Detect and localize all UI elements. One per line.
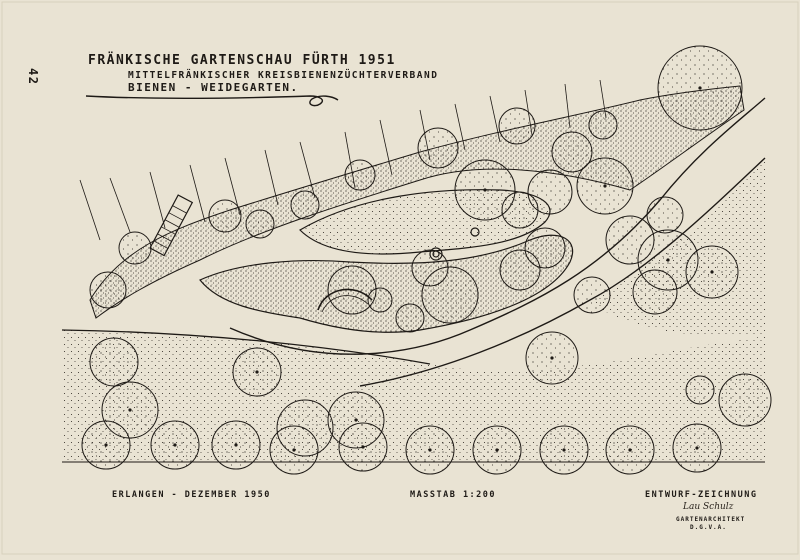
footer-place-date: ERLANGEN - DEZEMBER 1950 [112,490,271,500]
tree-centers [104,86,714,452]
path-edge-upper [229,97,766,355]
pergola [149,194,194,257]
page-number: 42 [26,68,40,86]
architect-signature: Lau Schulz [683,502,734,512]
architect-association: D.G.V.A. [690,524,727,531]
footer-scale: MASSTAB 1:200 [410,490,497,500]
pond-rings [429,227,480,261]
plan-subtitle-garden: BIENEN - WEIDEGARTEN. [128,81,299,94]
plan-title: FRÄNKISCHE GARTENSCHAU FÜRTH 1951 [88,53,396,68]
architect-role: GARTENARCHITEKT [676,516,746,523]
plan-subtitle-association: MITTELFRÄNKISCHER KREISBIENENZÜCHTERVERB… [128,70,439,81]
title-flourish [85,95,339,107]
footer-drawing-type: ENTWURF-ZEICHNUNG [645,490,758,500]
lower-lobed-bed [199,234,574,333]
